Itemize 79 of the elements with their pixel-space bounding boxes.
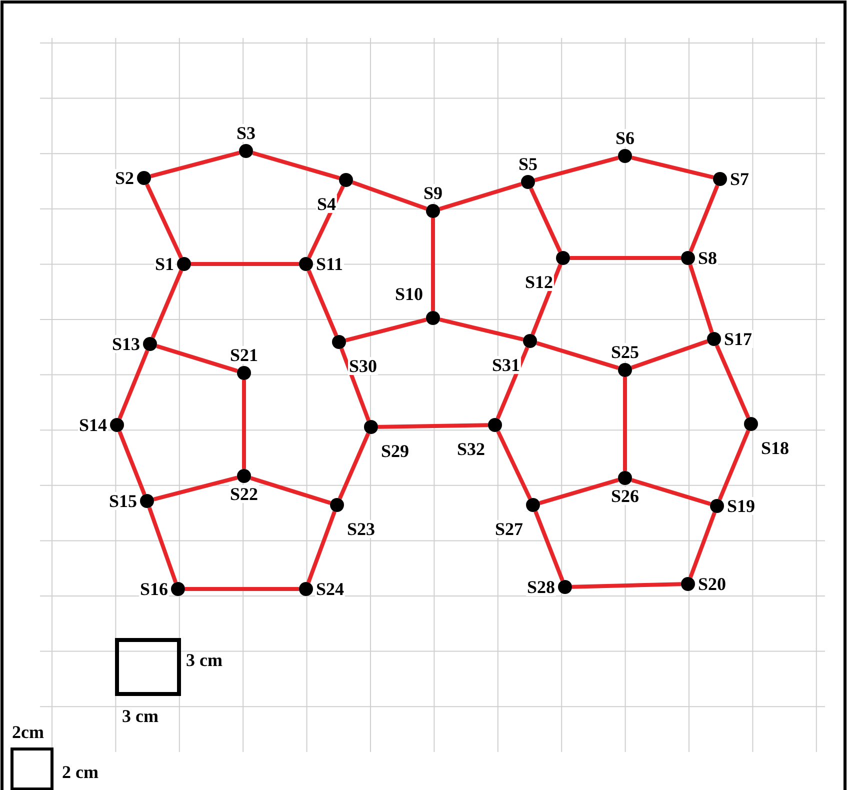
connector-line bbox=[242, 380, 246, 469]
point-label: S3 bbox=[236, 124, 257, 142]
connector-line bbox=[572, 582, 682, 589]
connector-line bbox=[338, 432, 370, 500]
point-label: S14 bbox=[78, 416, 108, 434]
connector-line bbox=[145, 184, 183, 258]
connector-line bbox=[530, 264, 562, 336]
connector-line bbox=[306, 510, 336, 584]
connector-line bbox=[439, 318, 524, 342]
point-label: S11 bbox=[315, 255, 344, 273]
point-label: S32 bbox=[456, 440, 486, 458]
dimension-label: 3 cm bbox=[186, 650, 222, 671]
connector-line bbox=[352, 180, 428, 211]
point-label: S6 bbox=[614, 129, 636, 147]
connector-line bbox=[534, 510, 564, 582]
point-label: S5 bbox=[518, 155, 539, 173]
connector-line bbox=[118, 350, 150, 420]
connector-line bbox=[630, 339, 708, 370]
connector-line bbox=[431, 218, 435, 311]
connector-line bbox=[688, 184, 720, 252]
connector-line bbox=[150, 270, 184, 338]
point-label: S27 bbox=[494, 520, 524, 538]
connector-line bbox=[688, 512, 716, 578]
point-label: S15 bbox=[108, 492, 138, 510]
connector-line bbox=[345, 318, 427, 342]
point-label: S22 bbox=[229, 485, 260, 503]
point-label: S9 bbox=[422, 184, 444, 202]
point-label: S12 bbox=[524, 273, 554, 291]
connector-line bbox=[718, 430, 750, 500]
point-label: S17 bbox=[723, 330, 754, 348]
connector-line bbox=[340, 348, 370, 422]
point-label: S4 bbox=[316, 195, 337, 213]
connector-line bbox=[185, 587, 299, 591]
connector-line bbox=[496, 430, 532, 500]
point-label: S20 bbox=[697, 575, 728, 593]
connector-line bbox=[623, 377, 627, 471]
point-label: S13 bbox=[110, 335, 141, 353]
point-label: S30 bbox=[348, 357, 378, 375]
connector-line bbox=[529, 188, 562, 252]
connector-line bbox=[147, 506, 178, 584]
connector-line bbox=[631, 478, 711, 506]
dimension-label: 2cm bbox=[12, 722, 44, 743]
point-label: S26 bbox=[610, 487, 640, 505]
point-label: S1 bbox=[154, 255, 175, 273]
connector-line bbox=[536, 341, 619, 370]
connector-line bbox=[153, 476, 238, 502]
connector-line bbox=[191, 262, 299, 266]
connector-line bbox=[150, 150, 240, 178]
connector-line bbox=[570, 256, 681, 260]
connector-line bbox=[496, 346, 530, 420]
connector-line bbox=[252, 151, 340, 180]
connector-line bbox=[534, 156, 619, 182]
dimension-label: 3 cm bbox=[122, 706, 158, 727]
connector-line bbox=[306, 270, 338, 336]
connector-line bbox=[714, 344, 750, 418]
point-label: S24 bbox=[315, 580, 346, 598]
point-label: S31 bbox=[490, 356, 521, 374]
connector-line bbox=[307, 185, 345, 259]
point-label: S7 bbox=[729, 170, 750, 188]
connector-line bbox=[156, 344, 238, 373]
point-label: S10 bbox=[394, 285, 424, 303]
point-label: S16 bbox=[138, 580, 169, 598]
point-label: S25 bbox=[610, 343, 640, 361]
connector-line bbox=[688, 264, 714, 333]
point-label: S2 bbox=[114, 169, 135, 187]
connector-line bbox=[378, 423, 488, 429]
point-label: S8 bbox=[697, 249, 718, 267]
point-label: S19 bbox=[726, 497, 756, 515]
connector-line bbox=[539, 478, 619, 505]
point-label: S21 bbox=[229, 346, 260, 364]
connector-line bbox=[439, 182, 522, 211]
point-label: S29 bbox=[380, 442, 410, 460]
point-label: S23 bbox=[346, 520, 376, 538]
connector-line bbox=[250, 476, 331, 505]
connector-line bbox=[118, 430, 146, 496]
point-label: S18 bbox=[760, 439, 790, 457]
dimension-label: 2 cm bbox=[62, 762, 98, 783]
point-label: S28 bbox=[526, 578, 556, 596]
connector-line bbox=[631, 156, 714, 180]
